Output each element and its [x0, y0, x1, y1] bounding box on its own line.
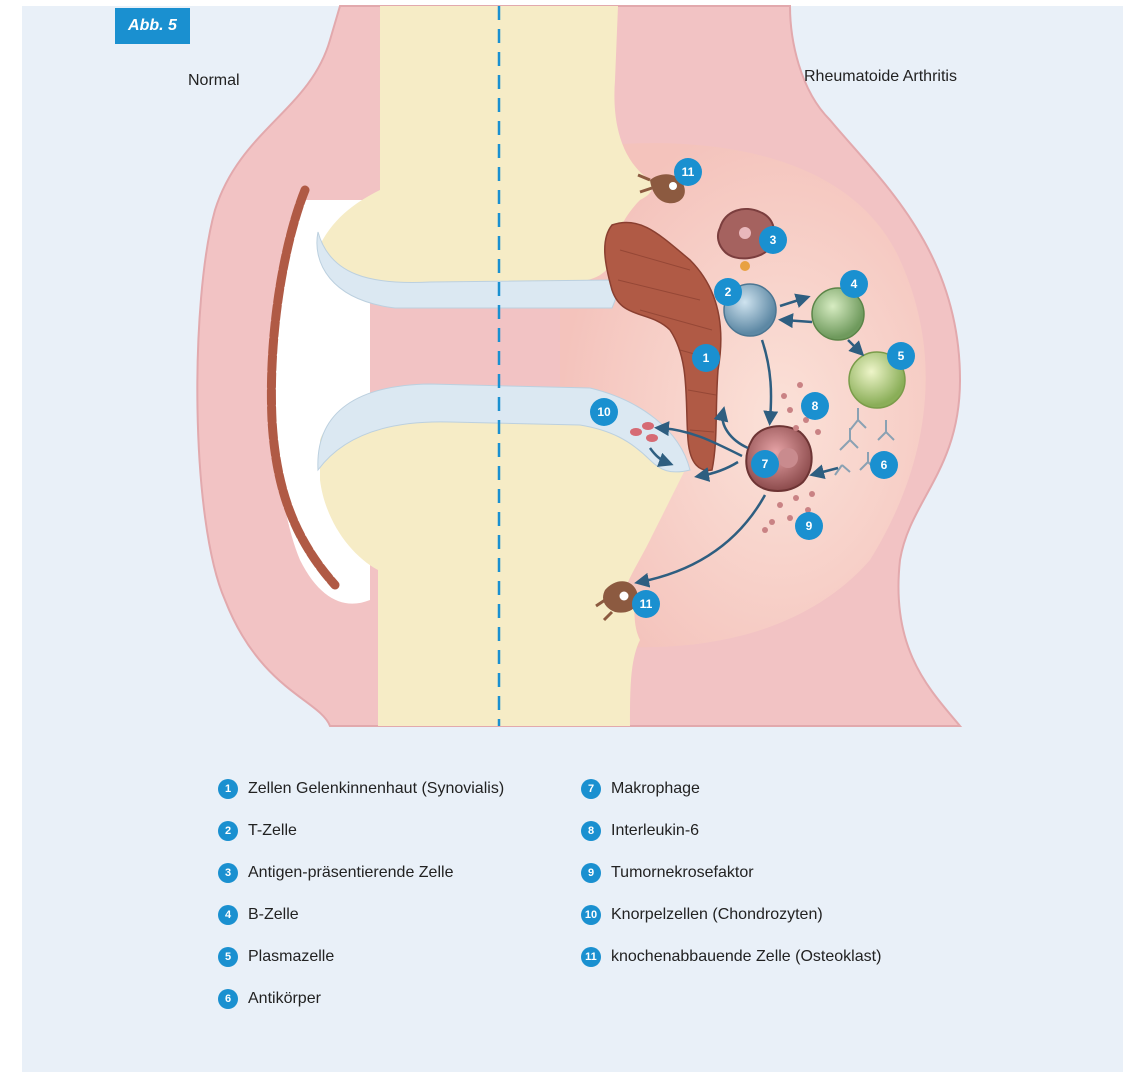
- legend-text: Antigen-präsentierende Zelle: [248, 862, 548, 884]
- svg-text:11: 11: [682, 165, 695, 179]
- svg-text:6: 6: [881, 458, 888, 472]
- legend-item-4: 4 B-Zelle: [218, 904, 548, 926]
- badge-6: 6: [870, 451, 898, 479]
- legend-item-3: 3 Antigen-präsentierende Zelle: [218, 862, 548, 884]
- badge-2: 2: [714, 278, 742, 306]
- joint-illustration: 1 2 3 4 5 6 7 8 9 10 11 11: [0, 0, 1123, 760]
- legend-item-11: 11 knochenabbauende Zelle (Osteoklast): [581, 946, 991, 968]
- legend-number: 4: [218, 905, 238, 925]
- legend-left: 1 Zellen Gelenkinnenhaut (Synovialis) 2 T-…: [218, 778, 548, 1030]
- badge-8: 8: [801, 392, 829, 420]
- legend-text: Plasmazelle: [248, 946, 548, 968]
- legend-number: 11: [581, 947, 601, 967]
- legend-text: Zellen Gelenkinnenhaut (Synovialis): [248, 778, 518, 800]
- legend-item-10: 10 Knorpelzellen (Chondrozyten): [581, 904, 991, 926]
- legend-number: 5: [218, 947, 238, 967]
- figure-tag: Abb. 5: [115, 8, 190, 44]
- legend-item-1: 1 Zellen Gelenkinnenhaut (Synovialis): [218, 778, 548, 800]
- svg-text:1: 1: [703, 351, 710, 365]
- badge-1: 1: [692, 344, 720, 372]
- legend-number: 2: [218, 821, 238, 841]
- legend-text: Makrophage: [611, 778, 991, 800]
- legend-text: knochenabbauende Zelle (Osteoklast): [611, 946, 991, 968]
- legend-item-6: 6 Antikörper: [218, 988, 548, 1010]
- legend-text: Tumornekrosefaktor: [611, 862, 991, 884]
- badge-9: 9: [795, 512, 823, 540]
- badge-5: 5: [887, 342, 915, 370]
- legend-number: 6: [218, 989, 238, 1009]
- badge-7: 7: [751, 450, 779, 478]
- legend-item-7: 7 Makrophage: [581, 778, 991, 800]
- legend-item-2: 2 T-Zelle: [218, 820, 548, 842]
- legend-item-9: 9 Tumornekrosefaktor: [581, 862, 991, 884]
- svg-text:11: 11: [640, 597, 653, 611]
- badge-11-top: 11: [674, 158, 702, 186]
- legend-text: T-Zelle: [248, 820, 548, 842]
- legend-number: 1: [218, 779, 238, 799]
- svg-text:5: 5: [898, 349, 905, 363]
- legend-item-5: 5 Plasmazelle: [218, 946, 548, 968]
- svg-text:4: 4: [851, 277, 858, 291]
- legend-text: Antikörper: [248, 988, 548, 1010]
- legend-right: 7 Makrophage 8 Interleukin-6 9 Tumornekrose…: [581, 778, 991, 988]
- badge-10: 10: [590, 398, 618, 426]
- legend-number: 10: [581, 905, 601, 925]
- svg-text:10: 10: [597, 405, 611, 419]
- legend-number: 8: [581, 821, 601, 841]
- legend-number: 9: [581, 863, 601, 883]
- legend-text: B-Zelle: [248, 904, 548, 926]
- svg-text:7: 7: [762, 457, 769, 471]
- svg-text:2: 2: [725, 285, 732, 299]
- label-rheumatoid-arthritis: Rheumatoide Arthritis: [804, 68, 957, 86]
- svg-text:3: 3: [770, 233, 777, 247]
- legend-text: Knorpelzellen (Chondrozyten): [611, 904, 991, 926]
- label-normal: Normal: [188, 72, 240, 90]
- legend-number: 3: [218, 863, 238, 883]
- badge-11-bottom: 11: [632, 590, 660, 618]
- legend-number: 7: [581, 779, 601, 799]
- legend-text: Interleukin-6: [611, 820, 991, 842]
- svg-text:9: 9: [806, 519, 813, 533]
- badge-3: 3: [759, 226, 787, 254]
- svg-text:8: 8: [812, 399, 819, 413]
- badge-4: 4: [840, 270, 868, 298]
- legend-item-8: 8 Interleukin-6: [581, 820, 991, 842]
